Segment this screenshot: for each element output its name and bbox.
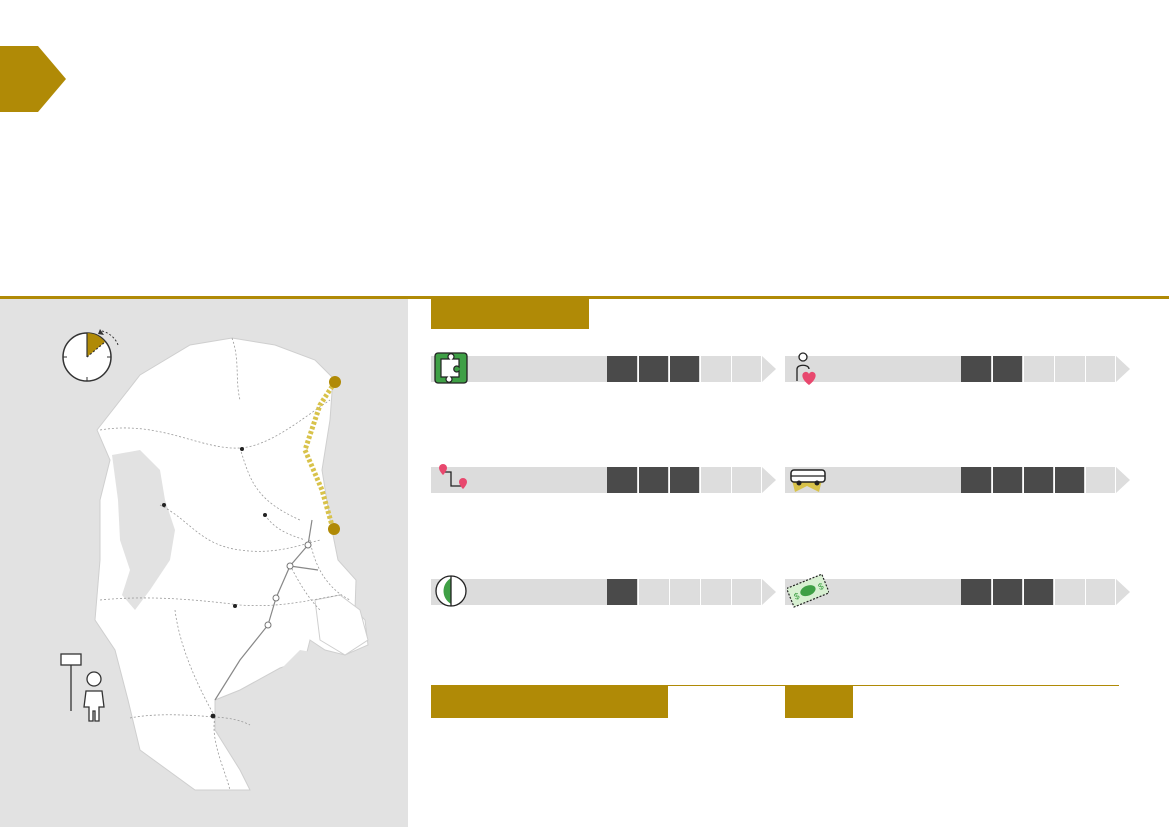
town-dots: [162, 447, 267, 719]
criterion-card: [431, 464, 776, 493]
rating-segment-empty: [638, 579, 668, 605]
rating-arrow-tip: [1116, 356, 1130, 382]
rating-segment-filled: [992, 467, 1022, 493]
criterion-card: [431, 352, 776, 384]
map-panel: [0, 299, 408, 827]
rating-segment-filled: [638, 356, 668, 382]
route-pins-icon: [439, 464, 467, 489]
rating-segment-filled: [1023, 579, 1053, 605]
rating-segment-empty: [731, 356, 761, 382]
rating-segment-empty: [700, 356, 730, 382]
rating-arrow-tip: [1116, 579, 1130, 605]
section-tab-bottom-left: [431, 686, 668, 718]
route-start: [329, 376, 341, 388]
stations: [264, 541, 312, 629]
rating-segment-empty: [700, 579, 730, 605]
rating-segment-filled: [607, 467, 637, 493]
section-tab-bottom-right: [785, 686, 853, 718]
criterion-card: [431, 575, 776, 607]
rating-segment-filled: [1023, 467, 1053, 493]
rating-segment-empty: [1054, 356, 1084, 382]
section-divider: [0, 296, 1169, 299]
header-chevron-shape: [0, 46, 66, 112]
rating-segment-filled: [1054, 467, 1084, 493]
svg-text:$: $: [793, 591, 801, 602]
chevron-right-icon: [0, 46, 66, 112]
criterion-card: [785, 352, 1130, 385]
inner-bay: [112, 450, 175, 610]
puzzle-icon: [434, 352, 468, 384]
rating-segment-empty: [1085, 467, 1115, 493]
southern-bay: [222, 640, 408, 800]
bottom-rule: [431, 685, 1119, 686]
criterion-card: [785, 467, 1130, 493]
svg-text:$: $: [817, 581, 825, 592]
rail-lines: [214, 519, 319, 701]
rating-arrow-tip: [1116, 467, 1130, 493]
rating-segment-empty: [1054, 579, 1084, 605]
person-sign-icon: [60, 653, 105, 722]
rating-segment-filled: [638, 467, 668, 493]
rating-segment-filled: [961, 356, 991, 382]
section-tab-top: [431, 299, 589, 329]
criterion-card: $$: [785, 574, 1130, 608]
rating-segment-empty: [1085, 356, 1115, 382]
clock-icon: [62, 329, 119, 382]
rating-segment-empty: [1085, 579, 1115, 605]
rating-segment-filled: [669, 467, 699, 493]
rating-segment-empty: [700, 467, 730, 493]
rating-segment-filled: [961, 467, 991, 493]
rating-segment-filled: [669, 356, 699, 382]
money-leaf-icon: $$: [787, 574, 829, 608]
rating-arrow-tip: [762, 356, 776, 382]
rating-segment-filled: [992, 356, 1022, 382]
region-map: [94, 337, 408, 800]
bus-icon: [790, 469, 826, 492]
rating-segment-filled: [961, 579, 991, 605]
rating-segment-empty: [731, 579, 761, 605]
rating-arrow-tip: [762, 467, 776, 493]
route-end: [328, 523, 340, 535]
rating-segment-empty: [1023, 356, 1053, 382]
land-mass: [94, 337, 369, 791]
rating-segment-filled: [992, 579, 1022, 605]
rating-arrow-tip: [762, 579, 776, 605]
rating-segment-filled: [607, 579, 637, 605]
leaf-shield-icon: [435, 575, 467, 607]
highlighted-route: [302, 380, 338, 530]
rating-segment-empty: [669, 579, 699, 605]
rating-segment-filled: [607, 356, 637, 382]
person-heart-icon: [796, 352, 816, 385]
rating-segment-empty: [731, 467, 761, 493]
